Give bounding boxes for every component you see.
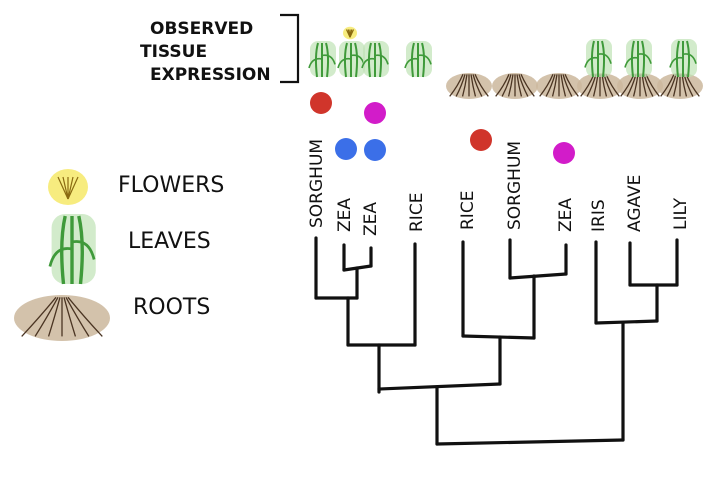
leaf-icon-shape xyxy=(48,214,96,285)
legend: FLOWERS LEAVES ROOTS xyxy=(14,169,224,341)
header-bracket xyxy=(280,13,300,84)
expression-marker xyxy=(310,92,332,114)
observed-root-icon xyxy=(536,73,582,99)
taxon-label: ZEA xyxy=(556,198,576,232)
header-line-2: TISSUE xyxy=(140,42,207,62)
observed-flower-icon xyxy=(343,26,357,40)
taxon-label: IRIS xyxy=(589,199,609,232)
flower-icon xyxy=(48,169,88,205)
expression-marker xyxy=(470,129,492,151)
observed-root-icon xyxy=(657,73,703,99)
markers xyxy=(310,92,575,164)
header: OBSERVED TISSUE EXPRESSION xyxy=(140,19,271,85)
legend-leaves-label: LEAVES xyxy=(128,229,211,254)
expression-marker xyxy=(335,138,357,160)
expression-marker xyxy=(364,139,386,161)
observed-root-icon xyxy=(492,73,538,99)
observed-leaf-icon xyxy=(669,39,697,78)
taxon-label: RICE xyxy=(458,191,478,230)
header-line-3: EXPRESSION xyxy=(150,65,271,85)
observed-root-icon xyxy=(446,73,492,99)
taxon-label: ZEA xyxy=(361,202,381,236)
taxon-label: SORGHUM xyxy=(505,141,525,230)
taxon-label: SORGHUM xyxy=(307,139,327,228)
legend-flowers-label: FLOWERS xyxy=(118,173,224,198)
clade-asparagales xyxy=(594,319,659,325)
taxon-label: ZEA xyxy=(335,198,355,232)
root-icon xyxy=(14,295,110,341)
root-clade xyxy=(435,438,625,446)
clade-grasses xyxy=(377,382,502,391)
root-icon-shape xyxy=(14,295,110,341)
observed-leaf-icon xyxy=(361,41,389,78)
phylogenetic-tree xyxy=(314,236,679,446)
expression-marker xyxy=(553,142,575,164)
taxon-label: LILY xyxy=(671,197,691,230)
observed-leaf-icon xyxy=(404,41,432,78)
observed-leaf-icon xyxy=(624,39,652,78)
observed-leaf-icon xyxy=(308,41,336,78)
observed-leaf-icon xyxy=(337,41,365,78)
taxon-label: AGAVE xyxy=(625,175,645,232)
header-line-1: OBSERVED xyxy=(150,19,253,39)
clade-sorghum-zea-2 xyxy=(508,272,568,280)
legend-roots-label: ROOTS xyxy=(133,295,210,320)
observed-root-icon xyxy=(577,73,623,99)
observed-leaf-icon xyxy=(584,39,612,78)
leaf-icon xyxy=(48,214,96,285)
flower-icon-shape xyxy=(48,169,88,205)
taxon-labels: SORGHUM ZEA ZEA RICE RICE SORGHUM ZEA IRIS AGAVE… xyxy=(307,139,691,236)
observed-icons xyxy=(308,26,703,99)
expression-marker xyxy=(364,102,386,124)
taxon-label: RICE xyxy=(407,193,427,232)
